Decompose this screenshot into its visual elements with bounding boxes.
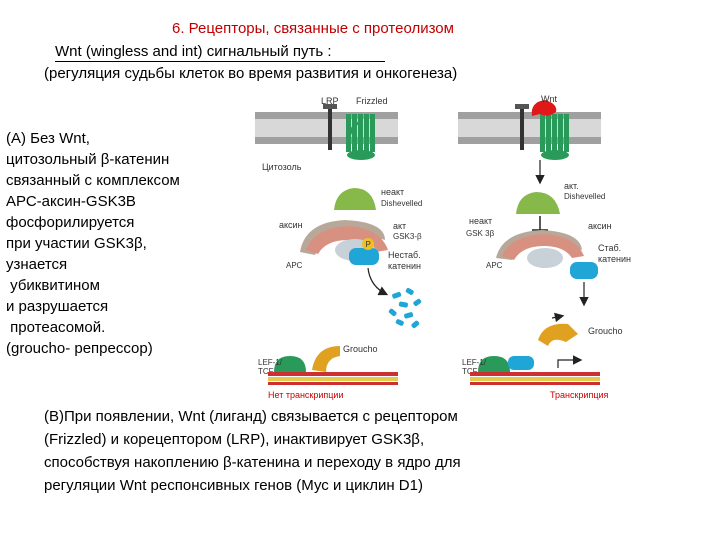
- right-gsk-label: GSK 3β: [466, 229, 495, 238]
- left-line: узнается: [6, 256, 68, 273]
- right-stable-label-1: Стаб.: [598, 243, 621, 253]
- right-groucho-shape: [538, 323, 578, 346]
- left-groucho-shape: [312, 346, 340, 372]
- no-transcription-label: Нет транскрипции: [268, 390, 344, 400]
- left-line: АРС-аксин-GSK3B: [6, 193, 136, 210]
- left-line: при участии GSK3β,: [6, 235, 147, 252]
- left-line: связанный с комплексом: [6, 172, 180, 189]
- title-underline: [55, 61, 385, 62]
- right-groucho-label: Groucho: [588, 326, 623, 336]
- right-dishevelled-label: Dishevelled: [564, 192, 605, 201]
- groucho-arrow: [551, 312, 565, 323]
- right-active-label: акт.: [564, 181, 579, 191]
- right-apc-label: APC: [486, 261, 503, 270]
- left-frizzled-receptor: [346, 114, 375, 160]
- right-lef-shape: [478, 356, 510, 372]
- right-dna: [470, 372, 600, 385]
- left-axin-label: аксин: [279, 220, 303, 230]
- right-apc-shape: [502, 234, 584, 260]
- left-gsk-label: GSK3-β: [393, 232, 422, 241]
- right-axin-label: аксин: [588, 221, 612, 231]
- left-lrp-label: LRP: [321, 96, 339, 106]
- left-unstable-label-2: катенин: [388, 261, 421, 271]
- right-stable-label-2: катенин: [598, 254, 631, 264]
- pathway-title: Wnt (wingless and int) сигнальный путь :: [55, 43, 332, 60]
- left-line: (А) Без Wnt,: [6, 130, 90, 147]
- bottom-line: (В)При появлении, Wnt (лиганд) связывает…: [44, 408, 458, 425]
- left-dishevelled-shape: [334, 188, 376, 210]
- slide-title: 6. Рецепторы, связанные с протеолизом: [172, 20, 454, 37]
- right-gsk-shape: [527, 248, 563, 268]
- pathway-subtitle: (регуляция судьбы клеток во время развит…: [44, 65, 458, 82]
- right-nuclear-catenin-shape: [508, 356, 534, 370]
- wnt-label: Wnt: [541, 94, 558, 104]
- bottom-line: регуляции Wnt респонсивных генов (Мус и …: [44, 477, 423, 494]
- left-apc-label: APC: [286, 261, 303, 270]
- right-frizzled-receptor: [540, 114, 569, 160]
- degraded-catenin-fragments: [388, 288, 422, 329]
- phosphate-icon: [362, 238, 374, 250]
- left-line: протеасомой.: [6, 319, 106, 336]
- left-line: цитозольный β-катенин: [6, 151, 170, 168]
- left-lrp-receptor: [323, 104, 337, 150]
- left-line: и разрушается: [6, 298, 109, 315]
- left-groucho-label: Groucho: [343, 344, 378, 354]
- right-catenin-shape: [570, 262, 598, 279]
- left-line: фосфорилируется: [6, 214, 135, 231]
- left-lef-label-2: TCF: [258, 367, 274, 376]
- right-dishevelled-shape: [516, 192, 560, 214]
- bottom-description: (В)При появлении, Wnt (лиганд) связывает…: [44, 405, 461, 497]
- transcription-label: Транскрипция: [550, 390, 608, 400]
- left-inactive-label: неакт: [381, 187, 404, 197]
- left-description: (А) Без Wnt, цитозольный β-катенин связа…: [6, 128, 180, 359]
- left-cytosol-label: Цитозоль: [262, 162, 302, 172]
- left-dna: [268, 372, 398, 385]
- left-active-label: акт: [393, 221, 406, 231]
- right-inactive-label: неакт: [469, 216, 492, 226]
- degradation-arrow: [367, 267, 389, 296]
- transcription-arrow: [557, 355, 583, 368]
- right-lrp-receptor: [515, 104, 529, 150]
- left-line: убиквитином: [6, 277, 100, 294]
- bottom-line: (Frizzled) и корецептором (LRP), инактив…: [44, 431, 425, 448]
- phosphate-label: P: [366, 240, 371, 249]
- right-lef-label-1: LEF-1/: [462, 358, 487, 367]
- left-membrane: [255, 112, 398, 144]
- right-membrane: [458, 112, 601, 144]
- right-lef-label-2: TCF: [462, 367, 478, 376]
- left-lef-label-1: LEF-1/: [258, 358, 283, 367]
- bottom-line: способствуя накоплению β-катенина и пере…: [44, 454, 461, 471]
- left-line: (groucho- репрессор): [6, 340, 153, 357]
- left-unstable-label-1: Нестаб.: [388, 250, 421, 260]
- wnt-ligand-shape: [531, 100, 557, 116]
- left-frizzled-label: Frizzled: [356, 96, 388, 106]
- left-lef-shape: [274, 356, 306, 372]
- left-dishevelled-label: Dishevelled: [381, 199, 422, 208]
- left-catenin-shape: [349, 248, 379, 265]
